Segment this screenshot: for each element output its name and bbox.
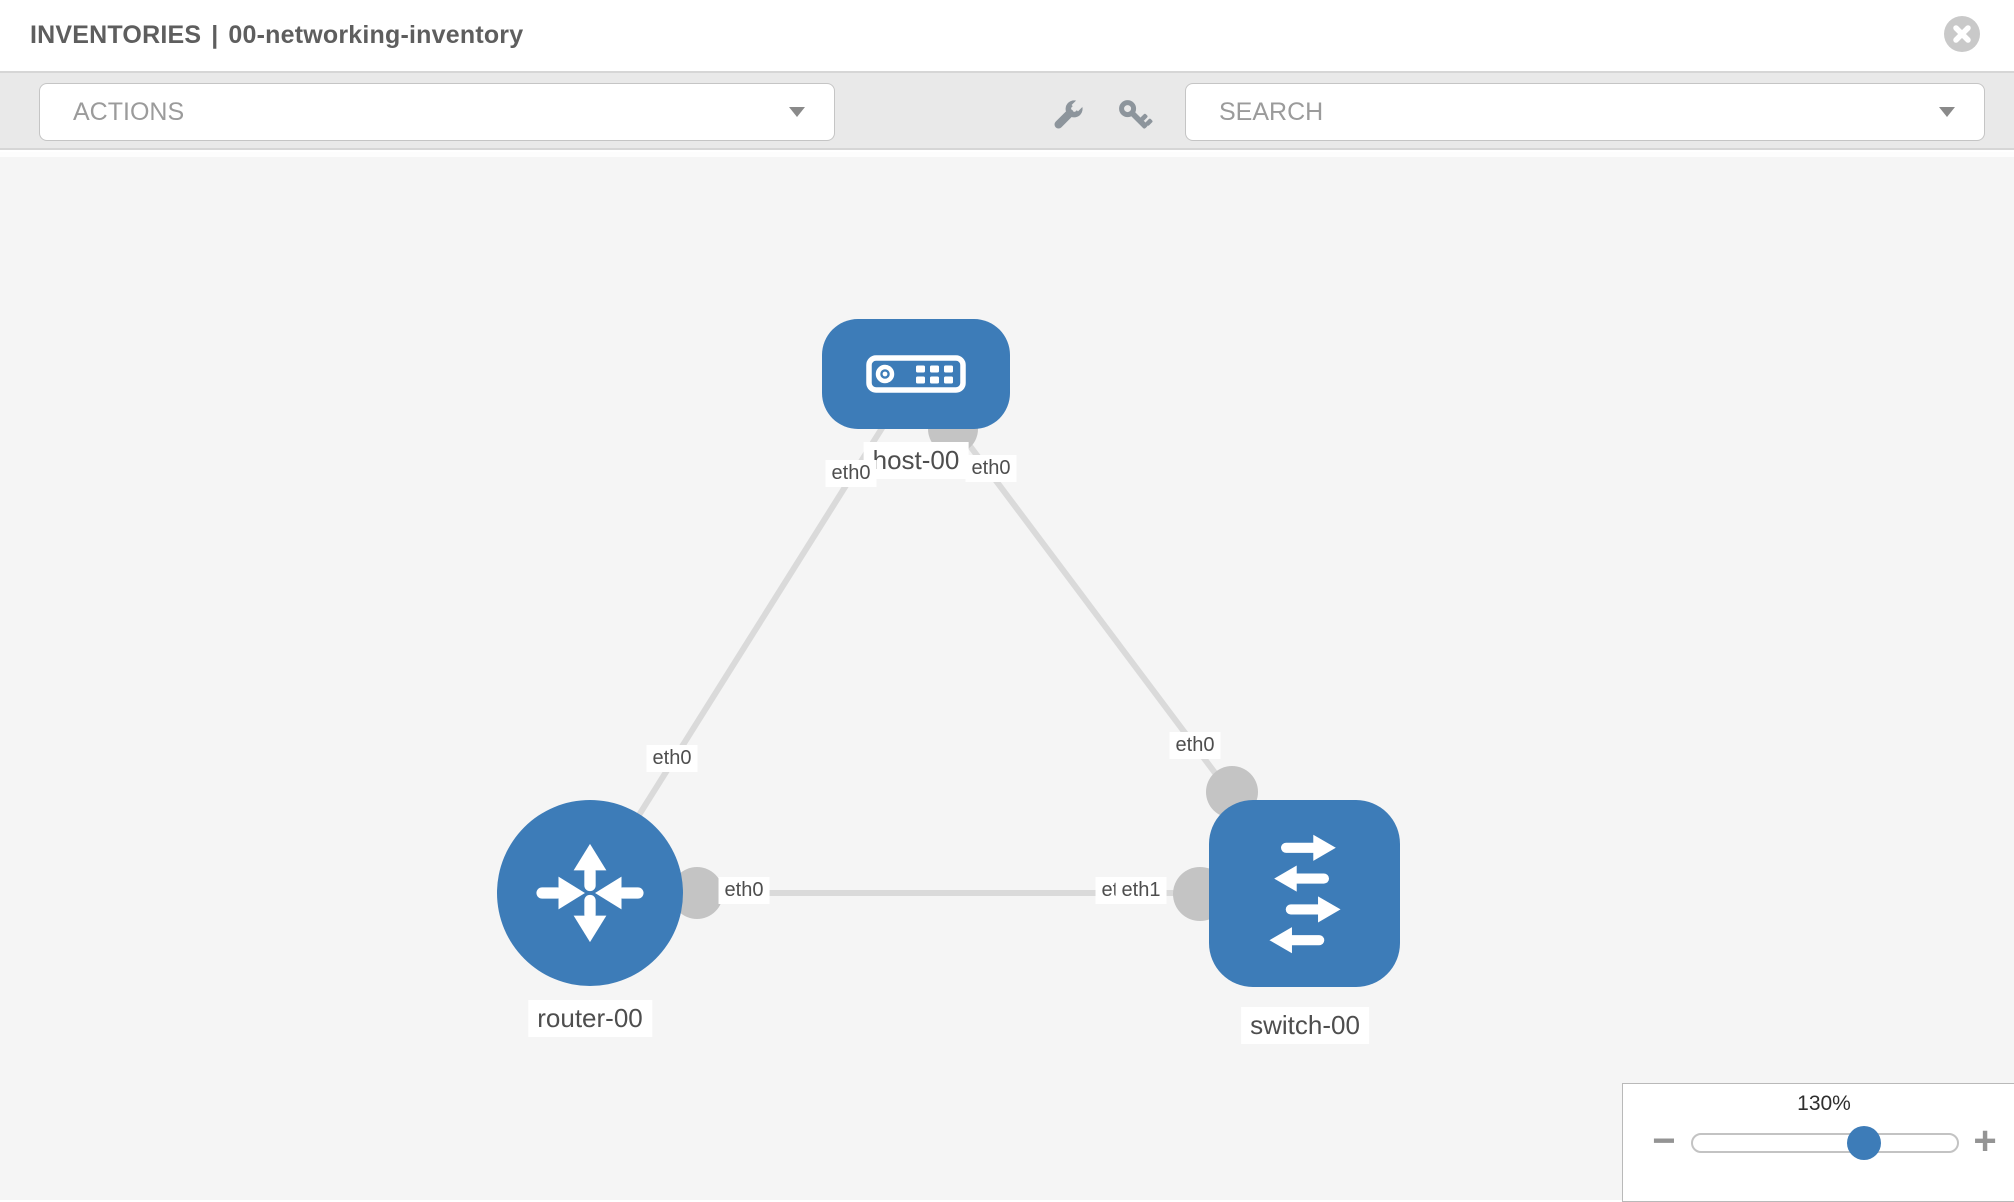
switch-icon	[1268, 834, 1341, 953]
interface-label: eth0	[718, 877, 770, 904]
search-dropdown-label: SEARCH	[1219, 97, 1324, 126]
configure-button[interactable]	[1045, 94, 1089, 138]
node-label-switch: switch-00	[1241, 1007, 1369, 1044]
credentials-button[interactable]	[1113, 94, 1157, 138]
breadcrumb-separator: |	[211, 21, 219, 49]
close-button[interactable]	[1944, 16, 1980, 52]
chevron-down-icon	[789, 107, 805, 117]
port-router-right[interactable]	[671, 867, 723, 919]
node-host-00[interactable]	[822, 319, 1010, 429]
close-icon	[1953, 25, 1971, 43]
search-dropdown[interactable]: SEARCH	[1185, 83, 1985, 141]
topology-links-layer	[587, 372, 1308, 921]
interface-label: eth1	[1115, 877, 1167, 904]
key-icon	[1119, 100, 1153, 129]
node-label-host: host-00	[863, 442, 969, 479]
interface-label: eth0	[1169, 732, 1221, 759]
zoom-slider-track[interactable]	[1691, 1133, 1959, 1153]
interface-label: eth0	[965, 455, 1017, 482]
interface-label: eth0	[646, 745, 698, 772]
page-title: INVENTORIES | 00-networking-inventory	[30, 0, 523, 71]
host-icon	[866, 355, 966, 393]
chevron-down-icon	[1939, 107, 1955, 117]
breadcrumb-inventory-name: 00-networking-inventory	[228, 21, 524, 49]
zoom-in-button[interactable]: +	[1973, 1119, 1997, 1163]
interface-label: eth0	[825, 460, 877, 487]
topology-canvas[interactable]: host-00 router-00 switch-00 eth0 eth0 et…	[0, 152, 2014, 1200]
zoom-level-label: 130%	[1797, 1092, 1851, 1115]
actions-dropdown[interactable]: ACTIONS	[39, 83, 835, 141]
header: INVENTORIES | 00-networking-inventory	[0, 0, 2014, 73]
node-router-00[interactable]	[497, 800, 683, 986]
zoom-panel: 130% − +	[1622, 1083, 2014, 1202]
zoom-slider-thumb[interactable]	[1847, 1126, 1881, 1160]
actions-dropdown-label: ACTIONS	[73, 97, 185, 126]
breadcrumb-section: INVENTORIES	[30, 21, 202, 49]
wrench-icon	[1054, 99, 1084, 129]
router-icon	[536, 843, 644, 943]
zoom-out-button[interactable]: −	[1652, 1119, 1676, 1163]
node-label-router: router-00	[528, 1000, 652, 1037]
toolbar: ACTIONS SEARCH	[0, 73, 2014, 150]
node-switch-00[interactable]	[1209, 800, 1400, 987]
